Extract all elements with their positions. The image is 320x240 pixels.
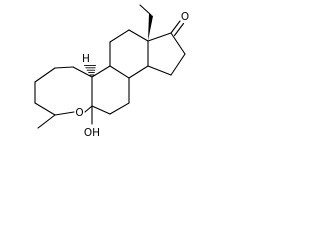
bond (84, 105, 93, 113)
ketone-oxygen-label: O (181, 11, 189, 23)
bond (91, 105, 111, 115)
bond (147, 32, 172, 42)
bond (109, 65, 130, 79)
bond (170, 53, 186, 76)
hydrogen-label: H (82, 53, 90, 65)
skeletal-structure: H O OH O (34, 4, 189, 139)
bond (54, 66, 74, 69)
bond (147, 65, 172, 76)
hashed-bond-hydrogen (83, 64, 97, 76)
bond (109, 102, 130, 115)
bond (170, 32, 186, 55)
bond-lines (34, 4, 186, 129)
bond (72, 66, 93, 78)
bond (34, 102, 56, 116)
ring-oxygen-label: O (75, 107, 83, 119)
bond (54, 111, 75, 116)
bond (34, 67, 56, 83)
carbonyl-bond (170, 20, 181, 34)
ethyl-wedge-bond (148, 14, 153, 41)
ethyl-bond (139, 4, 152, 16)
atom-labels: H O OH O (75, 11, 189, 139)
bond (109, 29, 130, 43)
hydroxyl-label: OH (84, 127, 100, 139)
bond (128, 29, 149, 42)
methyl-bond (37, 114, 56, 129)
bond (91, 65, 111, 78)
bond (128, 65, 149, 79)
carbonyl-bond (173, 22, 185, 37)
